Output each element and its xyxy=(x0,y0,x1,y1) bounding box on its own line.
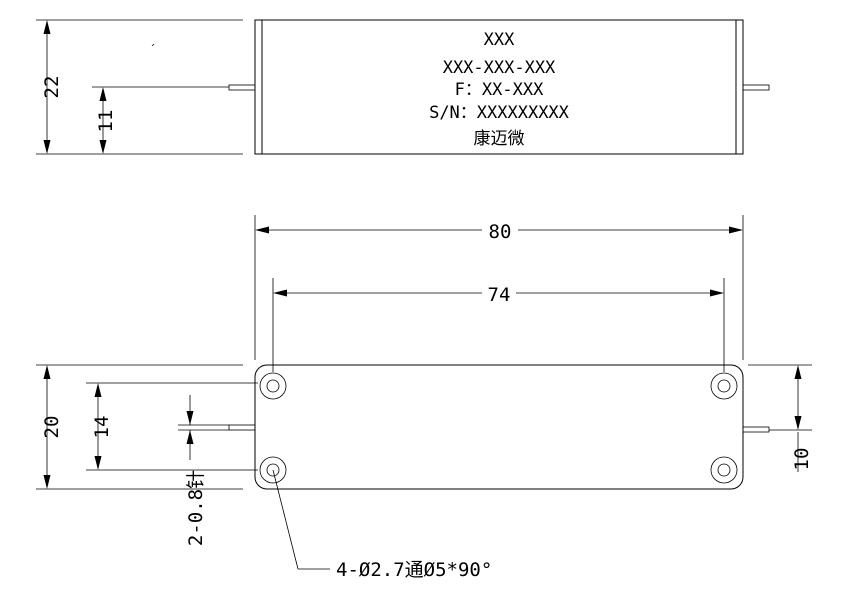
dim-10-label: 10 xyxy=(791,448,813,471)
pin-spec-label: 2-0.8针 xyxy=(185,470,207,546)
hole-top-left-outer xyxy=(259,372,287,400)
dim-11-arrow-top xyxy=(99,87,107,101)
pin-dim-arrow-top xyxy=(186,411,194,425)
label-line-5: 康迈微 xyxy=(474,129,525,149)
side-pin-right xyxy=(742,84,770,91)
plan-body-outline xyxy=(254,364,744,490)
hole-top-left-inner xyxy=(266,379,280,393)
dim-14-arrow-top xyxy=(94,383,102,397)
label-line-2: XXX-XXX-XXX xyxy=(443,58,556,78)
dim-20-arrow-top xyxy=(43,365,51,379)
dim-11-arrow-bottom xyxy=(99,140,107,154)
label-line-1: XXX xyxy=(484,30,515,50)
dim-11-label: 11 xyxy=(95,110,117,133)
label-line-4: S/N：XXXXXXXXX xyxy=(429,103,570,123)
label-line-3: F：XX-XXX xyxy=(455,80,544,100)
side-pin-left xyxy=(228,84,256,91)
hole-top-right-outer xyxy=(710,372,738,400)
dim-20-label: 20 xyxy=(41,416,63,439)
dim-80-label: 80 xyxy=(489,221,512,243)
dim-20-arrow-bottom xyxy=(43,475,51,489)
dim-74-arrow-right xyxy=(710,289,724,297)
dim-80-arrow-right xyxy=(729,226,743,234)
plan-pin-right xyxy=(742,426,770,433)
hole-spec-label: 4-Ø2.7通Ø5*90° xyxy=(336,559,492,581)
dim-74-arrow-left xyxy=(273,289,287,297)
dim-14-label: 14 xyxy=(91,416,113,439)
pin-dim-arrow-bottom xyxy=(186,430,194,444)
dim-80-arrow-left xyxy=(255,226,269,234)
dim-10-arrow-bottom xyxy=(794,416,802,430)
plan-pin-left xyxy=(228,424,256,431)
hole-bottom-left-inner xyxy=(266,463,280,477)
hole-bottom-right-inner xyxy=(717,463,731,477)
plan-view: 80 74 20 14 2-0.8针 xyxy=(36,215,813,581)
dim-22-arrow-bottom xyxy=(43,140,51,154)
side-view: XXX XXX-XXX-XXX F：XX-XXX S/N：XXXXXXXXX 康… xyxy=(36,19,770,155)
stray-mark xyxy=(151,43,155,47)
dim-22-arrow-top xyxy=(43,20,51,34)
hole-leader-diagonal xyxy=(272,469,299,570)
dim-10-arrow-top xyxy=(794,365,802,379)
hole-bottom-right-outer xyxy=(710,456,738,484)
hole-top-right-inner xyxy=(717,379,731,393)
dim-74-label: 74 xyxy=(488,284,511,306)
hole-bottom-left-outer xyxy=(259,456,287,484)
dim-22-label: 22 xyxy=(41,76,63,99)
dim-14-arrow-bottom xyxy=(94,456,102,470)
